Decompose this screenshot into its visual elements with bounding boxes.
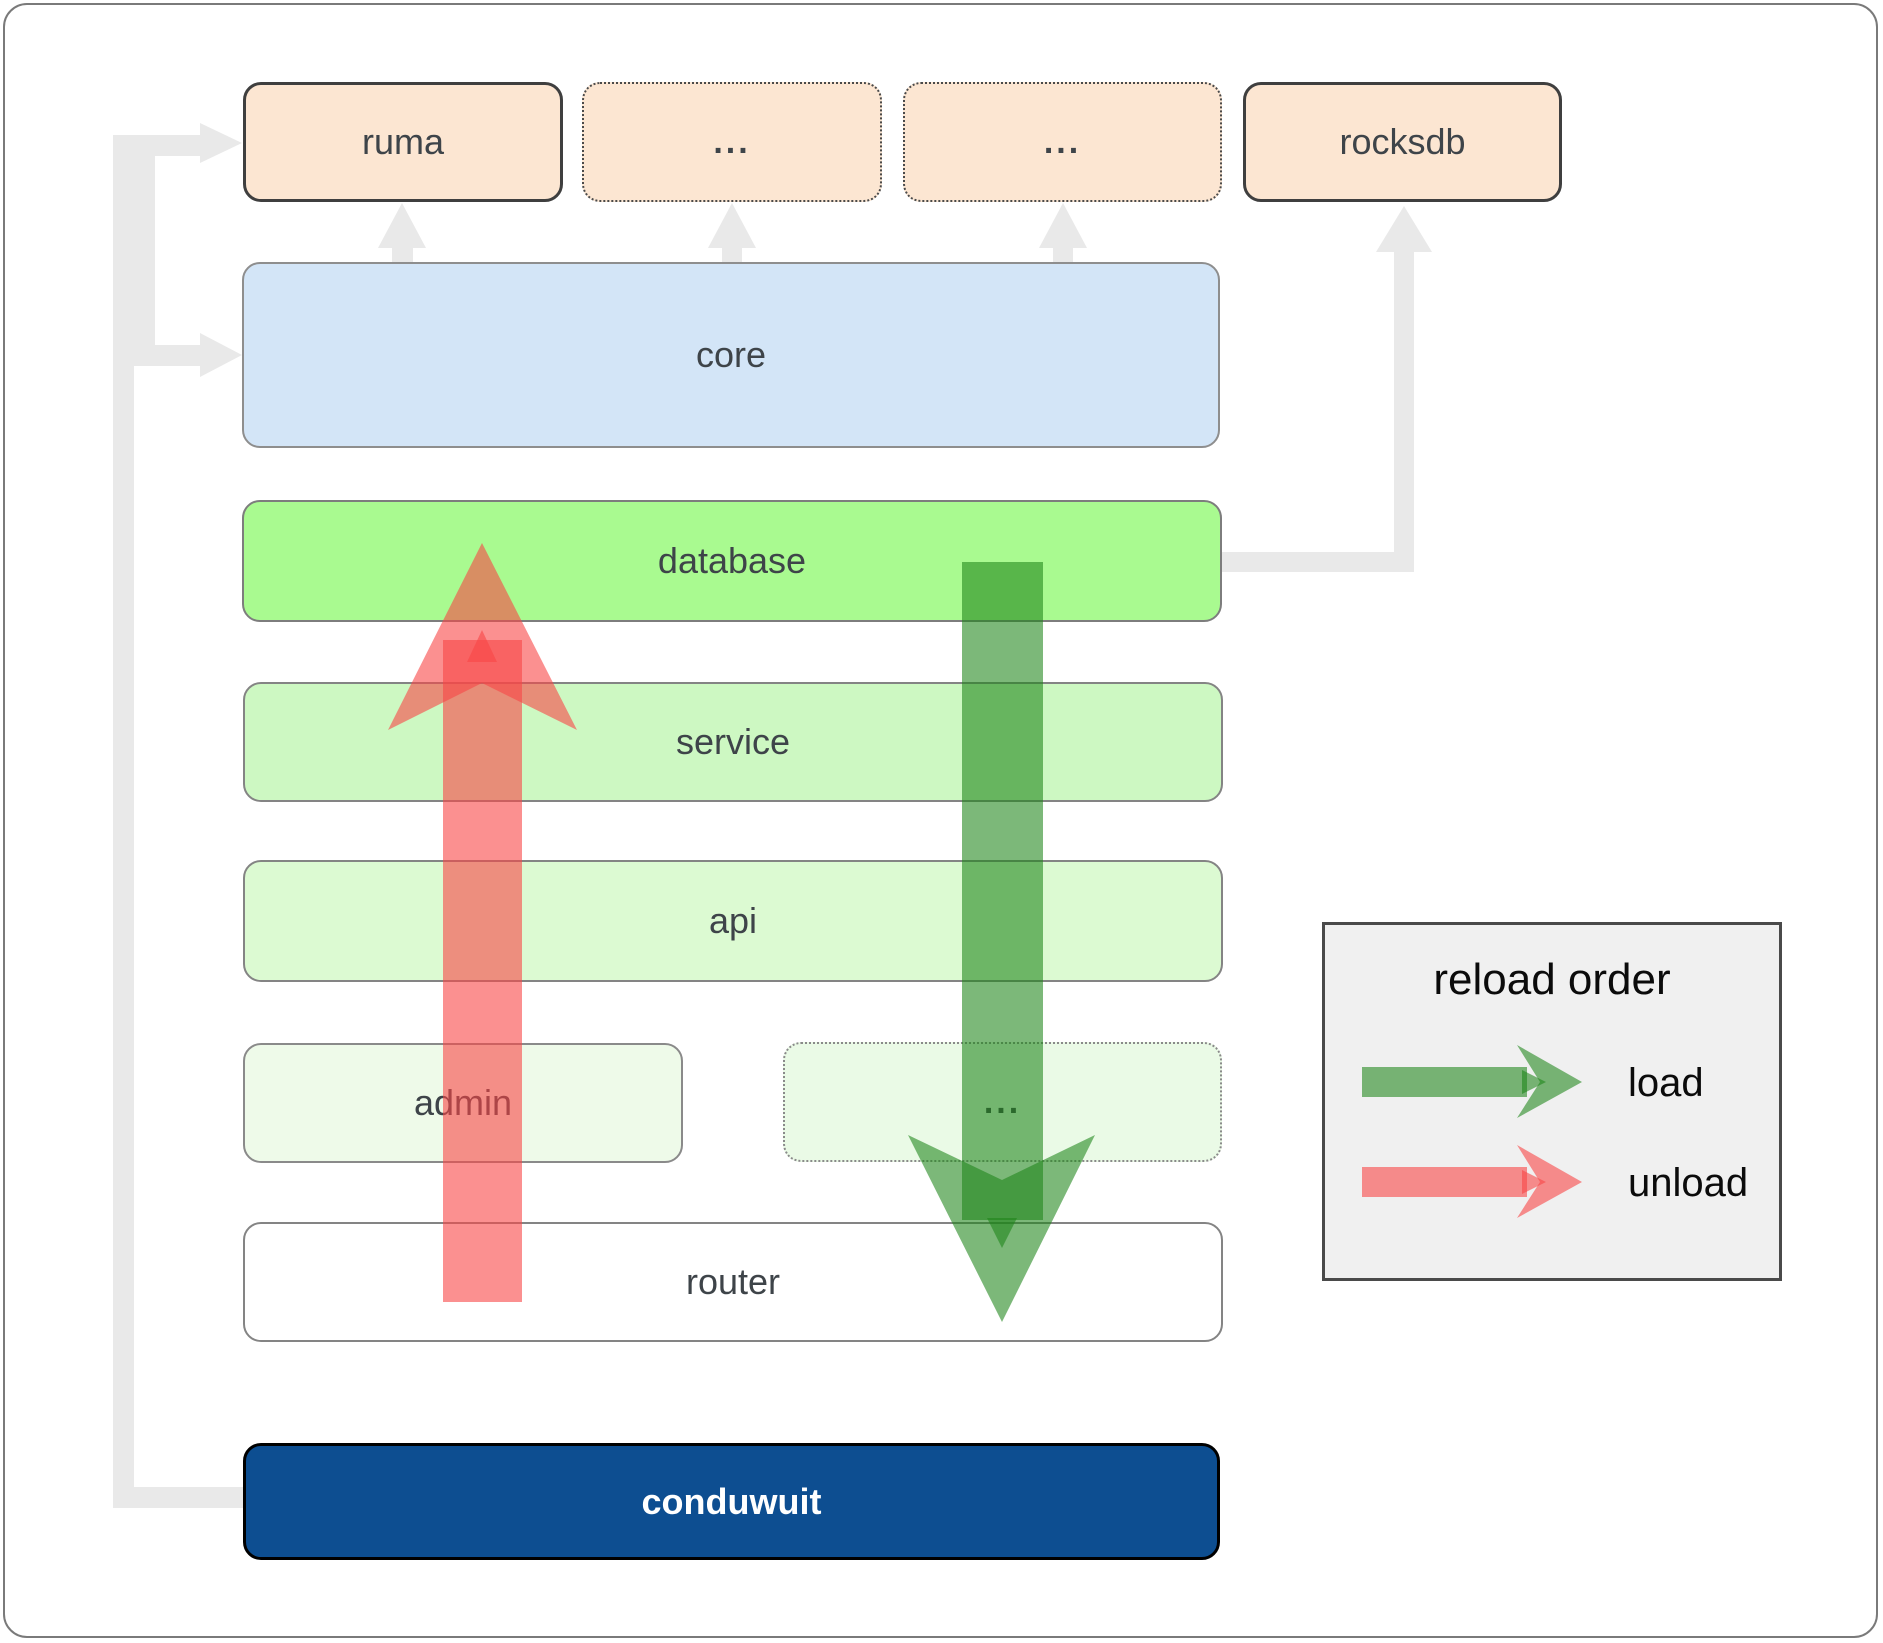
node-api-label: api — [708, 900, 758, 941]
node-ruma: ruma — [243, 82, 563, 202]
node-database-label: database — [657, 540, 807, 581]
node-core: core — [242, 262, 1220, 448]
node-rocksdb: rocksdb — [1243, 82, 1562, 202]
core-ellipsis1-stem — [722, 246, 742, 263]
core-ellipsis2-stem — [1053, 246, 1073, 263]
node-database: database — [242, 500, 1222, 622]
node-top-ellipsis-2: ... — [903, 82, 1222, 202]
core-ruma-arrowhead-icon — [378, 203, 426, 248]
node-admin-ellipsis: ... — [783, 1042, 1222, 1162]
node-router: router — [243, 1222, 1223, 1342]
node-top-ellipsis-2-label: ... — [1043, 122, 1082, 161]
node-ruma-label: ruma — [361, 121, 445, 162]
node-admin-label: admin — [413, 1082, 513, 1123]
database-to-rocksdb-connector — [1222, 206, 1432, 572]
unload-arrow-marker-icon — [467, 630, 497, 662]
node-service: service — [243, 682, 1223, 802]
node-core-label: core — [695, 334, 767, 375]
conduwuit-out-line — [113, 1487, 243, 1508]
node-top-ellipsis-1: ... — [582, 82, 882, 202]
node-conduwuit-label: conduwuit — [641, 1480, 822, 1522]
page-border — [3, 3, 1878, 1638]
core-ellipsis1-arrowhead-icon — [708, 203, 756, 248]
node-admin: admin — [243, 1043, 683, 1163]
core-to-top-connectors — [378, 203, 1087, 263]
ruma-arrowhead-icon — [200, 123, 242, 163]
database-out-line — [1222, 552, 1414, 572]
node-conduwuit: conduwuit — [243, 1443, 1220, 1560]
conduwuit-to-core-connector — [134, 156, 242, 377]
node-admin-ellipsis-label: ... — [983, 1082, 1022, 1121]
conduwuit-to-ruma-connector — [113, 123, 243, 1508]
legend-box: reload order load unload — [1322, 922, 1782, 1281]
rocksdb-arrowhead-icon — [1376, 206, 1432, 252]
core-ruma-stem — [392, 246, 413, 263]
node-router-label: router — [685, 1261, 781, 1302]
node-top-ellipsis-1-label: ... — [713, 122, 751, 161]
node-api: api — [243, 860, 1223, 982]
core-branch-line — [155, 345, 200, 366]
rocksdb-up-line — [1394, 250, 1414, 572]
legend-title: reload order — [1433, 955, 1671, 1004]
legend-unload-label: unload — [1628, 1161, 1749, 1205]
core-arrowhead-icon — [200, 333, 242, 377]
left-trunk-line-2 — [134, 156, 155, 366]
node-service-label: service — [675, 721, 791, 762]
legend-load-label: load — [1628, 1061, 1704, 1105]
node-rocksdb-label: rocksdb — [1339, 121, 1466, 162]
left-trunk-line — [113, 135, 134, 1508]
core-ellipsis2-arrowhead-icon — [1039, 203, 1087, 248]
ruma-branch-line — [113, 135, 200, 156]
